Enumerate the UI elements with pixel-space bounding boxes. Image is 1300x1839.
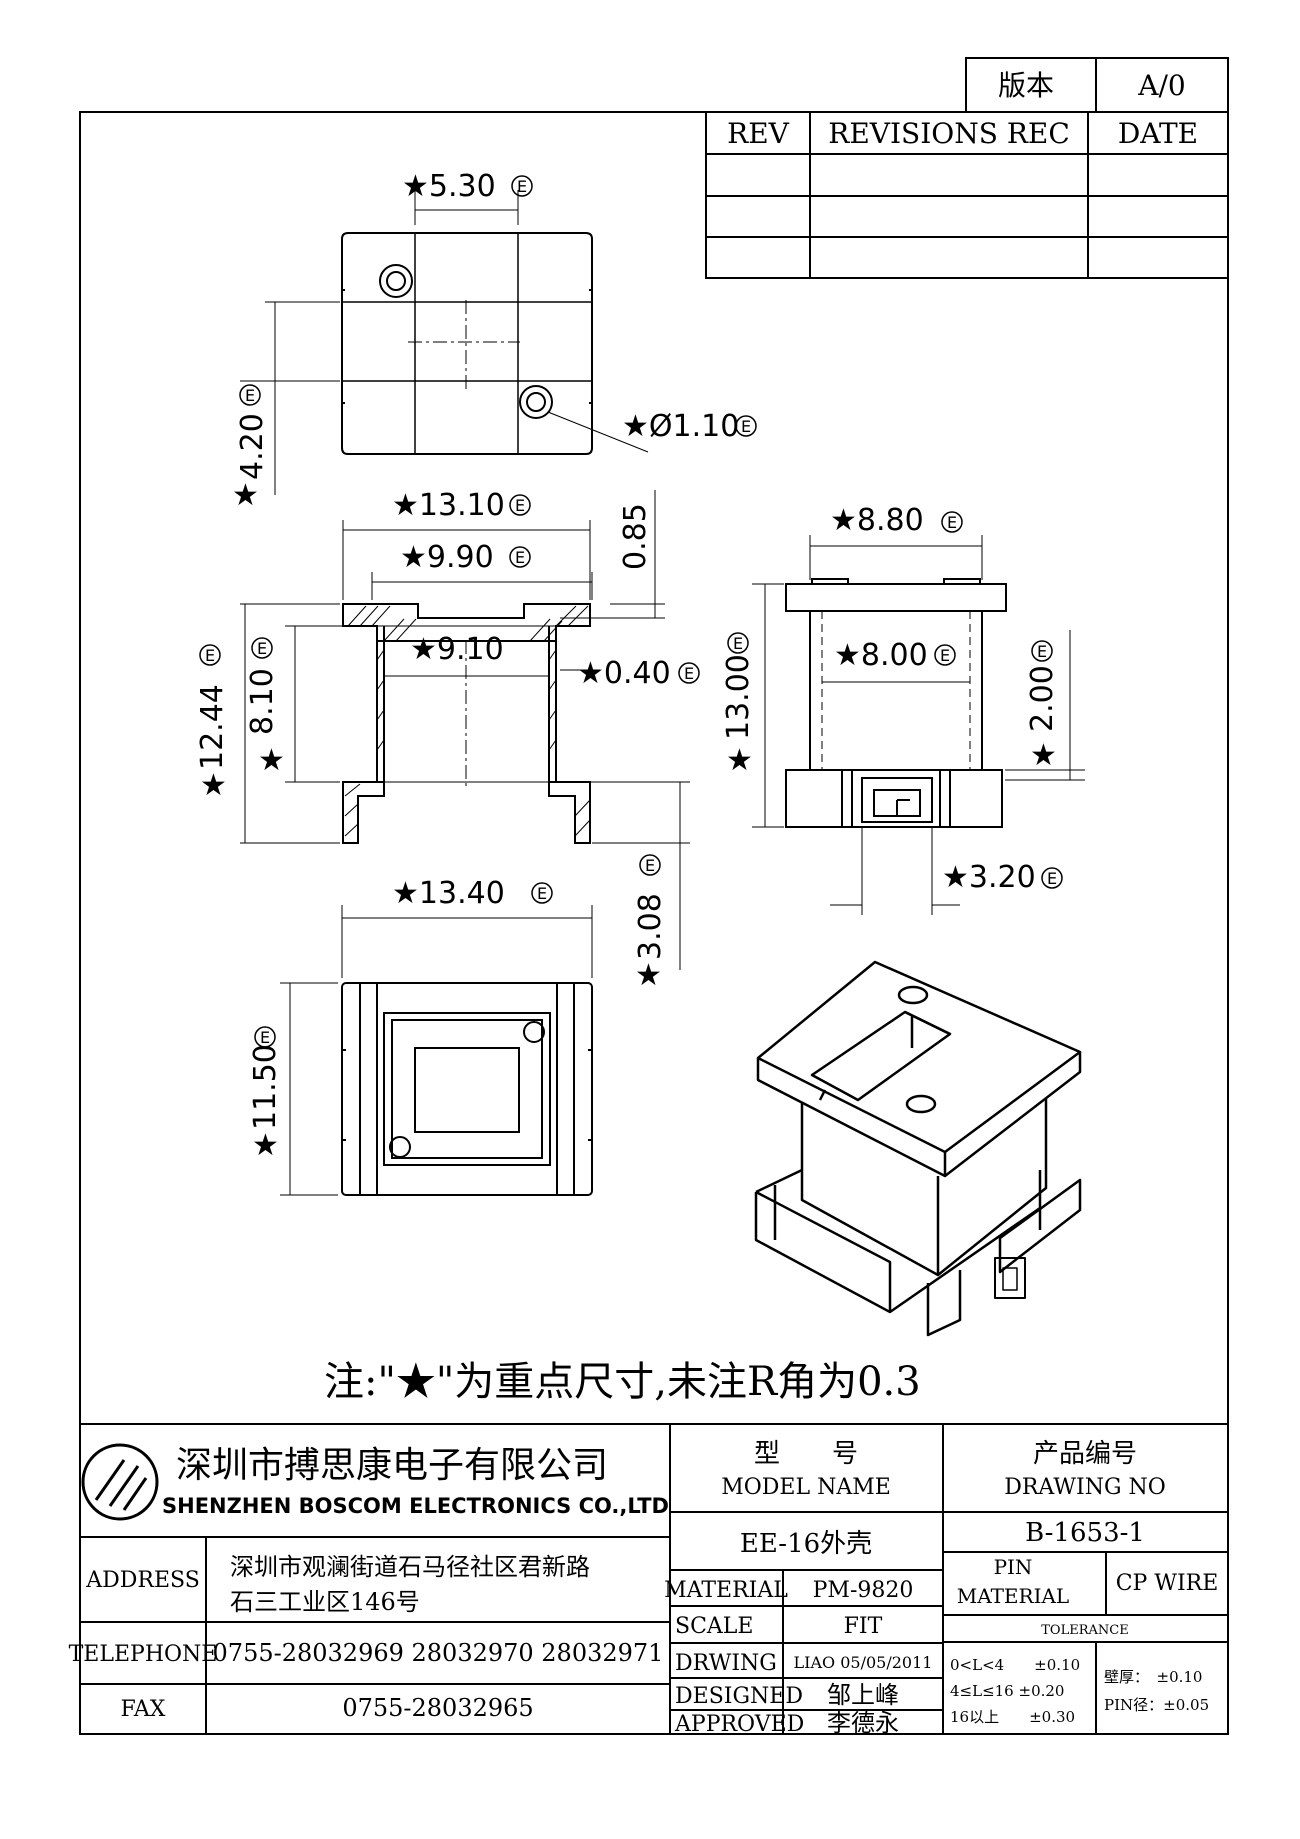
designed-label: DESIGNED: [675, 1684, 803, 1709]
tolerance-1: 0<L<4 ±0.10: [950, 1656, 1080, 1674]
scale-value: FIT: [844, 1614, 883, 1639]
material-label: MATERIAL: [664, 1578, 788, 1603]
rev-header-rec: REVISIONS REC: [828, 117, 1070, 150]
svg-text:E: E: [684, 664, 694, 683]
title-block: [80, 1423, 1228, 1734]
pin-tolerance: PIN径：±0.05: [1104, 1696, 1209, 1714]
svg-text:E: E: [1037, 642, 1047, 661]
dim-front-foot-h-star: ★: [635, 958, 662, 993]
dim-front-bore: ★9.10: [410, 632, 504, 667]
svg-text:E: E: [517, 177, 527, 196]
dim-side-base-h-star: ★: [1030, 738, 1057, 773]
approved-label: APPROVED: [674, 1712, 804, 1737]
version-label: 版本: [998, 69, 1054, 102]
svg-text:E: E: [1047, 869, 1057, 888]
svg-text:E: E: [940, 646, 950, 665]
rev-header-rev: REV: [727, 117, 790, 150]
address-line1: 深圳市观澜街道石马径社区君新路: [230, 1553, 590, 1581]
dim-top-height-star: ★: [232, 478, 259, 513]
dim-front-inner-h-star: ★: [258, 743, 285, 778]
designed-value: 邹上峰: [827, 1681, 899, 1709]
dim-top-height: 4.20: [235, 413, 270, 480]
dim-front-total-h: 12.44: [195, 684, 230, 770]
dim-front-top-thk: 0.85: [618, 503, 653, 570]
pin-material-label-1: PIN: [994, 1555, 1033, 1579]
e-marker-letters: E E E E E E E E E E E E E E E E: [205, 177, 1057, 1047]
drawing-by-value: LIAO 05/05/2011: [794, 1653, 933, 1672]
svg-text:E: E: [741, 417, 751, 436]
model-label-en: MODEL NAME: [721, 1475, 891, 1500]
dim-front-inner-h: 8.10: [245, 668, 280, 735]
dim-side-height-star: ★: [726, 743, 753, 778]
tolerance-2: 4≤L≤16 ±0.20: [950, 1682, 1064, 1700]
company-logo-icon: [81, 1443, 159, 1521]
e-markers: [199, 175, 1063, 1048]
drawing-no-value: B-1653-1: [1025, 1518, 1145, 1548]
model-value: EE-16外壳: [740, 1529, 872, 1559]
telephone-label: TELEPHONE: [69, 1642, 218, 1667]
company-name-en: SHENZHEN BOSCOM ELECTRONICS CO.,LTD: [162, 1494, 669, 1518]
drawing-note: 注:"★"为重点尺寸,未注R角为0.3: [324, 1359, 921, 1405]
svg-text:E: E: [733, 634, 743, 653]
version-value: A/0: [1137, 69, 1185, 102]
bottom-view: [280, 905, 593, 1196]
dim-side-slot: ★3.20: [942, 860, 1036, 895]
svg-text:E: E: [537, 884, 547, 903]
dim-front-total-h-star: ★: [200, 768, 227, 803]
svg-text:E: E: [260, 1028, 270, 1047]
approved-value: 李德永: [827, 1709, 899, 1737]
svg-text:E: E: [245, 386, 255, 405]
dim-bottom-height: 11.50: [248, 1044, 283, 1130]
dim-top-width: ★5.30: [402, 169, 496, 204]
svg-text:E: E: [205, 646, 215, 665]
pin-material-value: CP WIRE: [1116, 1571, 1219, 1596]
dim-side-width: ★8.80: [830, 503, 924, 538]
top-view: [240, 190, 649, 495]
dim-hole-dia: ★Ø1.10: [622, 409, 739, 444]
side-view: [752, 535, 1085, 915]
fax-label: FAX: [121, 1697, 166, 1722]
tolerance-label: TOLERANCE: [1041, 1623, 1128, 1638]
fax-value: 0755-28032965: [342, 1694, 533, 1722]
isometric-view: [754, 960, 1082, 1337]
revision-table: [705, 111, 1229, 279]
company-name-cn: 深圳市搏思康电子有限公司: [176, 1445, 608, 1486]
dim-side-height: 13.00: [721, 654, 756, 740]
address-label: ADDRESS: [85, 1568, 200, 1593]
front-section-view: [240, 490, 690, 970]
address-line2: 石三工业区146号: [230, 1588, 420, 1616]
dim-front-wall: ★0.40: [577, 656, 671, 691]
telephone-value: 0755-28032969 28032970 28032971: [213, 1639, 664, 1667]
drawing-no-label-en: DRAWING NO: [1004, 1475, 1166, 1500]
svg-text:E: E: [515, 496, 525, 515]
svg-text:E: E: [947, 513, 957, 532]
svg-text:E: E: [645, 856, 655, 875]
drawing-no-label-cn: 产品编号: [1033, 1439, 1137, 1469]
svg-text:E: E: [515, 548, 525, 567]
dim-side-inner-width: ★8.00: [834, 638, 928, 673]
svg-text:E: E: [257, 639, 267, 658]
dim-bottom-width: ★13.40: [392, 876, 505, 911]
sheet-frame: [79, 111, 1229, 1735]
pin-material-label-2: MATERIAL: [957, 1584, 1069, 1608]
dim-front-inner-width: ★9.90: [400, 540, 494, 575]
dim-front-foot-h: 3.08: [633, 893, 668, 960]
dim-side-base-h: 2.00: [1025, 665, 1060, 732]
wall-tolerance: 壁厚： ±0.10: [1104, 1668, 1202, 1686]
rev-header-date: DATE: [1118, 117, 1198, 150]
model-label-cn: 型 号: [754, 1439, 858, 1469]
tolerance-3: 16以上 ±0.30: [950, 1708, 1075, 1726]
dim-bottom-height-star: ★: [252, 1128, 279, 1163]
scale-label: SCALE: [675, 1614, 753, 1639]
drawing-by-label: DRWING: [675, 1651, 777, 1676]
dim-front-outer-width: ★13.10: [392, 488, 505, 523]
material-value: PM-9820: [813, 1578, 914, 1603]
